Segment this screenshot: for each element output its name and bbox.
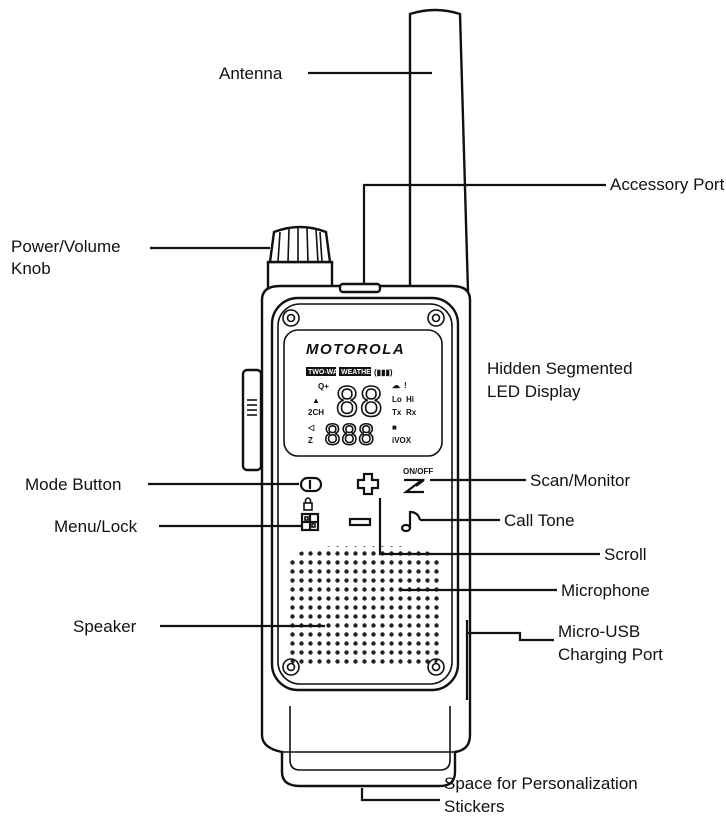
power-volume-knob <box>266 225 334 292</box>
scan-small-icon: Z <box>308 436 313 445</box>
label-knob: Knob <box>11 259 51 278</box>
label-micro-usb: Micro-USB <box>558 622 640 641</box>
label-accessory-port: Accessory Port <box>610 175 725 194</box>
indicator-lo: Lo <box>392 395 402 404</box>
signal-icon: ◁ <box>307 423 315 432</box>
label-mode-button: Mode Button <box>25 475 121 494</box>
minus-icon[interactable] <box>348 517 372 527</box>
indicator-hi: Hi <box>406 395 414 404</box>
weather-alert-icon: ☁ <box>392 381 400 390</box>
indicator-tx: Tx <box>392 408 402 417</box>
label-led-display: LED Display <box>487 382 581 401</box>
menu-grid-icon[interactable] <box>300 512 320 532</box>
indicator-alert: ! <box>404 381 407 390</box>
display-window <box>283 329 443 457</box>
label-speaker: Speaker <box>73 617 137 636</box>
screw-top-left <box>282 309 300 327</box>
speaker-grille <box>288 546 440 668</box>
indicator-rx: Rx <box>406 408 417 417</box>
label-hidden-display: Hidden Segmented <box>487 359 633 378</box>
plus-icon[interactable] <box>356 472 380 496</box>
code-digits: 888 <box>324 418 375 451</box>
indicator-2ch: 2CH <box>308 408 324 417</box>
antenna <box>408 8 470 294</box>
channel-digits: 88 <box>335 380 383 426</box>
badge-weather: WEATHER <box>341 369 376 376</box>
side-button <box>241 368 263 472</box>
label-call-tone: Call Tone <box>504 511 575 530</box>
lock-small-icon: ■ <box>392 423 397 432</box>
scan-icon[interactable] <box>402 478 426 494</box>
label-antenna: Antenna <box>219 64 283 83</box>
label-stickers: Stickers <box>444 797 504 816</box>
label-personalization: Space for Personalization <box>444 774 638 793</box>
label-charging-port: Charging Port <box>558 645 663 664</box>
label-scroll: Scroll <box>604 545 647 564</box>
scan-onoff-mark: ON/OFF <box>403 467 433 476</box>
screw-top-right <box>427 309 445 327</box>
music-note-icon[interactable] <box>400 510 422 533</box>
brand-logo: MOTOROLA <box>306 341 405 358</box>
indicator-vox: iVOX <box>392 436 412 445</box>
label-microphone: Microphone <box>561 581 650 600</box>
battery-indicator: (▮▮▮) <box>374 368 393 377</box>
mode-icon[interactable] <box>299 476 323 493</box>
accessory-port <box>338 282 382 294</box>
leader-lines <box>148 71 606 802</box>
label-scan-monitor: Scan/Monitor <box>530 471 630 490</box>
bell-icon: ▲ <box>312 396 320 405</box>
label-power-volume: Power/Volume <box>11 237 121 256</box>
lock-icon <box>303 497 313 511</box>
badge-two-way: TWO-WAY <box>308 369 342 376</box>
indicator-q: Q+ <box>318 382 329 391</box>
label-menu-lock: Menu/Lock <box>54 517 138 536</box>
